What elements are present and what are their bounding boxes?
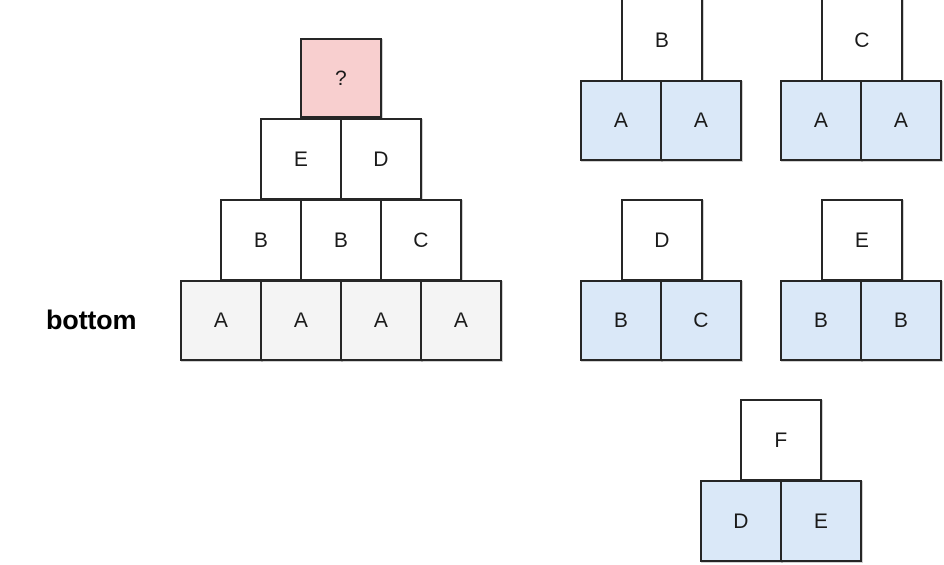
rule-3-top-block[interactable]: D [621, 199, 703, 281]
rule-4-top-block[interactable]: E [821, 199, 903, 281]
cell-label: B [253, 228, 269, 252]
cell-label: B [893, 309, 909, 332]
cell-label: A [813, 109, 829, 132]
pyramid-cell-row2-1[interactable]: B [300, 199, 382, 281]
bottom-row-label: bottom [46, 305, 137, 335]
cell-label: E [293, 147, 309, 171]
cell-label: B [333, 228, 349, 252]
cell-label: ? [335, 66, 347, 90]
cell-label: C [854, 28, 870, 52]
cell-label: A [213, 309, 229, 332]
cell-label: B [654, 28, 670, 52]
pyramid-cell-row2-2[interactable]: C [380, 199, 462, 281]
cell-label: D [654, 228, 670, 252]
pyramid-cell-bottom-2[interactable]: A [340, 280, 422, 361]
rule-5-base-block-1[interactable]: E [780, 480, 862, 562]
rule-4-base-block-1[interactable]: B [860, 280, 942, 361]
cell-label: A [693, 109, 709, 132]
rule-4-base-block-0[interactable]: B [780, 280, 862, 361]
cell-label: F [774, 428, 788, 452]
cell-label: A [893, 109, 909, 132]
rule-3-base-block-0[interactable]: B [580, 280, 662, 361]
pyramid-cell-row3-1[interactable]: D [340, 118, 422, 200]
pyramid-cell-bottom-1[interactable]: A [260, 280, 342, 361]
cell-label: E [813, 509, 829, 533]
cell-label: D [733, 509, 749, 533]
rule-2-base-block-0[interactable]: A [780, 80, 862, 161]
rule-5-base-block-0[interactable]: D [700, 480, 782, 562]
rule-1-base-block-1[interactable]: A [660, 80, 742, 161]
pyramid-cell-row2-0[interactable]: B [220, 199, 302, 281]
cell-label: A [373, 309, 389, 332]
pyramid-cell-bottom-0[interactable]: A [180, 280, 262, 361]
pyramid-cell-bottom-3[interactable]: A [420, 280, 502, 361]
cell-label: B [613, 309, 629, 332]
cell-label: B [813, 309, 829, 332]
rule-2-base-block-1[interactable]: A [860, 80, 942, 161]
cell-label: A [293, 309, 309, 332]
cell-label: C [413, 228, 429, 252]
cell-label: A [453, 309, 469, 332]
cell-label: C [693, 309, 709, 332]
rule-3-base-block-1[interactable]: C [660, 280, 742, 361]
rule-1-top-block[interactable]: B [621, 0, 703, 82]
pyramid-cell-apex-0[interactable]: ? [300, 38, 382, 118]
rule-2-top-block[interactable]: C [821, 0, 903, 82]
cell-label: E [854, 228, 870, 252]
rule-1-base-block-0[interactable]: A [580, 80, 662, 161]
cell-label: A [613, 109, 629, 132]
rule-5-top-block[interactable]: F [740, 399, 822, 481]
pyramid-cell-row3-0[interactable]: E [260, 118, 342, 200]
cell-label: D [373, 147, 389, 171]
